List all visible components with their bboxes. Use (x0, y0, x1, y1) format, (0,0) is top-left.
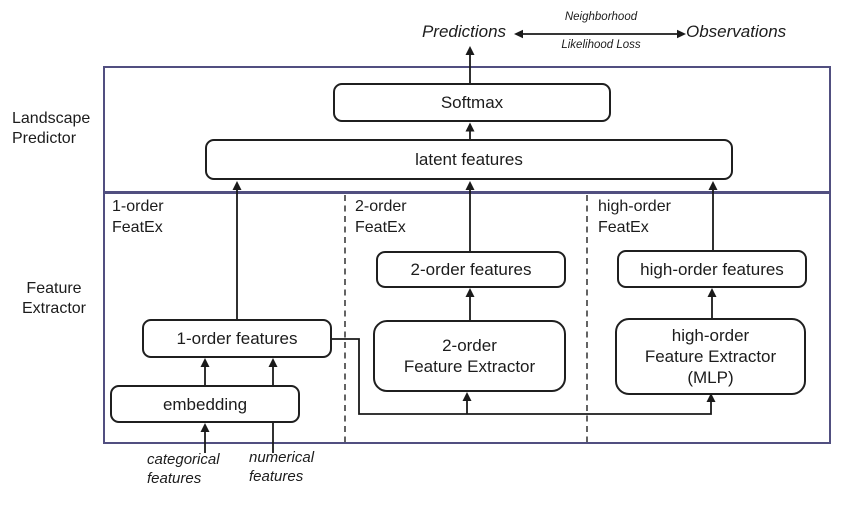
predictor-extractor-divider (103, 191, 831, 194)
predictions-label: Predictions (421, 22, 507, 41)
neighborhood-label: Neighborhood (564, 11, 638, 23)
section-label-2-order-featex: 2-order FeatEx (355, 198, 407, 236)
numerical-features-label: numerical features (249, 449, 315, 485)
feature-extractor-label: Feature Extractor (21, 280, 86, 317)
order2-extractor-box: 2-order Feature Extractor (373, 320, 566, 392)
outer-frame (103, 66, 831, 444)
high-order-extractor-box: high-order Feature Extractor (MLP) (615, 318, 806, 395)
order1-features-box: 1-order features (142, 319, 332, 358)
section-label-high-order-featex: high-order FeatEx (598, 198, 671, 236)
latent-features-box: latent features (205, 139, 733, 180)
arrowhead-to-observations (677, 29, 686, 39)
section-label-1-order-featex: 1-order FeatEx (112, 198, 164, 236)
embedding-box: embedding (110, 385, 300, 423)
categorical-features-label: categorical features (147, 451, 220, 487)
order2-features-box: 2-order features (376, 251, 566, 288)
high-order-features-box: high-order features (617, 250, 807, 288)
softmax-box: Softmax (333, 83, 611, 122)
observations-label: Observations (686, 22, 787, 41)
likelihood-loss-label: Likelihood Loss (561, 39, 641, 51)
arrowhead-predictions (465, 46, 475, 55)
landscape-predictor-label: Landscape Predictor (12, 110, 91, 147)
